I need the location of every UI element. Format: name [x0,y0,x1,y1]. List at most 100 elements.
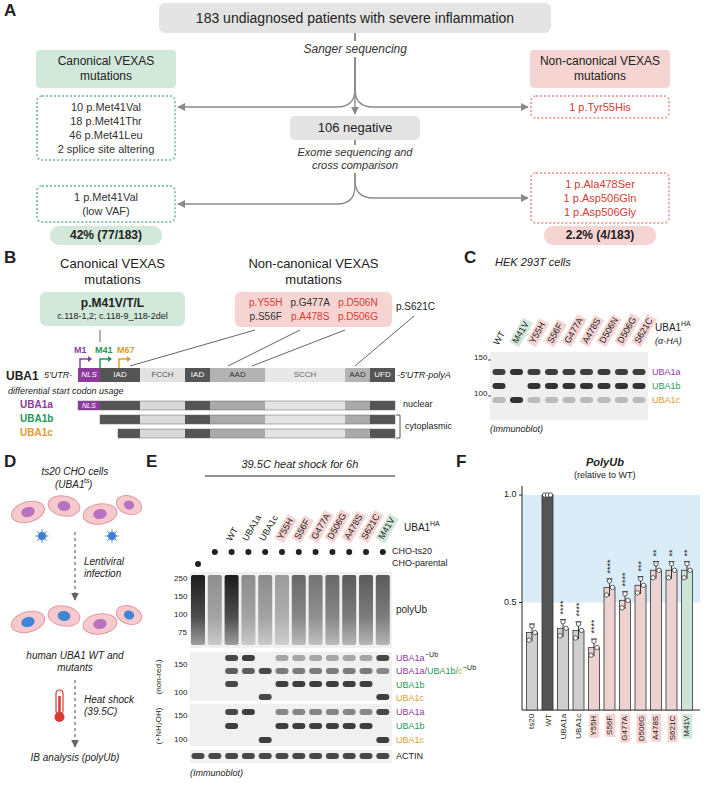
marker-tick [488,396,491,397]
blot-band [309,681,322,687]
domain-name: AAD [349,368,365,382]
figure-label: 150 [474,353,487,363]
blot-band [360,681,373,687]
figure-label: E [146,452,157,472]
edge-label: Exome sequencing and cross comparison [292,145,418,173]
isoform-segment [118,429,140,438]
blot-band [225,655,238,661]
domain-segment: FCCH [140,368,185,382]
bar [604,587,615,710]
figure-label: PolyUb [586,456,624,469]
figure-label: IB analysis (polyUb) [10,752,140,764]
thermometer-bulb [55,712,65,722]
figure-label: (α-HA) [655,336,682,347]
blot-band [360,753,373,759]
edge-label: Sanger sequencing [301,41,410,57]
data-point [654,562,658,566]
y-axis [522,486,523,710]
box-text: p.D506N [338,296,378,309]
data-point [595,645,599,649]
cell [9,498,47,526]
dashed-arrow [74,680,75,747]
polyub-smear [292,575,306,645]
mutation-list-box: 1 p.Met41Val(low VAF) [36,185,176,223]
rotated-label: **** [620,572,631,586]
group-heading: Non-canonical VEXAS mutations [244,256,384,288]
box-text: 183 undiagnosed patients with severe inf… [196,9,514,27]
leader-line [252,330,345,366]
data-point [669,562,673,566]
box-text: 10 p.Met41Val [71,100,141,114]
figure-label: ACTIN [396,751,423,762]
blot-band [615,369,628,375]
nucleus [20,505,36,518]
figure-label: F [456,452,466,472]
blot-band [326,709,339,715]
data-point [688,568,692,572]
figure-label: (Immunoblot) [490,424,543,435]
blot-band [242,753,255,759]
blot-background [190,750,392,763]
label-part: UBA1b/ [427,666,458,677]
figure-label: ts20 CHO cells [42,466,109,478]
polyub-smear [191,575,205,645]
blot-band [615,383,628,389]
figure-label: UBA1c [396,693,424,704]
blot-band [259,737,272,743]
data-point [604,593,608,597]
blot-band [276,709,289,715]
figure-label: B [4,248,16,268]
figure-label: differential start codon usage [8,386,124,397]
label-part: ) [89,479,92,491]
blot-band [292,655,305,661]
figure-label: UBA1c [652,395,680,406]
data-point [672,568,676,572]
figure-label: 0.5 [504,597,517,608]
blot-band [360,668,373,674]
figure-label: UBA1a [396,653,425,664]
blot-band [360,723,373,729]
y-tick [519,602,522,603]
isoform-segment [210,401,265,410]
cell [82,612,118,637]
virus [108,532,116,540]
blot-band [580,397,593,403]
figure-label: C [464,248,476,268]
label-part: c [458,666,463,677]
cell [82,502,118,527]
figure-label: UBA1c [396,735,424,746]
data-point [651,576,655,580]
y-tick [519,495,522,496]
domain-name: IAD [113,368,126,382]
mutation-list-box: 1 p.Ala478Ser1 p.Asp506Gln1 p.Asp506Gly [530,172,670,224]
negative-box: 106 negative [290,116,420,140]
blot-band [208,753,221,759]
cell [9,608,47,636]
blot-band [343,668,356,674]
blot-band [580,369,593,375]
blot-background [190,572,392,648]
blot-band [242,668,255,674]
isoform-segment [345,429,370,438]
figure-label: 1.0 [504,489,517,500]
blot-band [242,655,255,661]
data-point [657,568,661,572]
blot-band [343,655,356,661]
blot-band [343,723,356,729]
blot-band [615,397,628,403]
start-codon-arrow [100,359,108,368]
data-point [626,598,630,602]
blot-band [326,668,339,674]
blot-band [276,668,289,674]
data-point [641,583,645,587]
blot-band [360,709,373,715]
rotated-label: WT [491,329,507,347]
blot-band [276,655,289,661]
bar [542,495,553,710]
figure-label: 5'UTR- [44,370,72,381]
blot-band [242,709,255,715]
nucleus [93,508,108,520]
virus [38,532,46,540]
blot-band [376,655,389,661]
figure-label: HEK 293T cells [495,256,571,269]
